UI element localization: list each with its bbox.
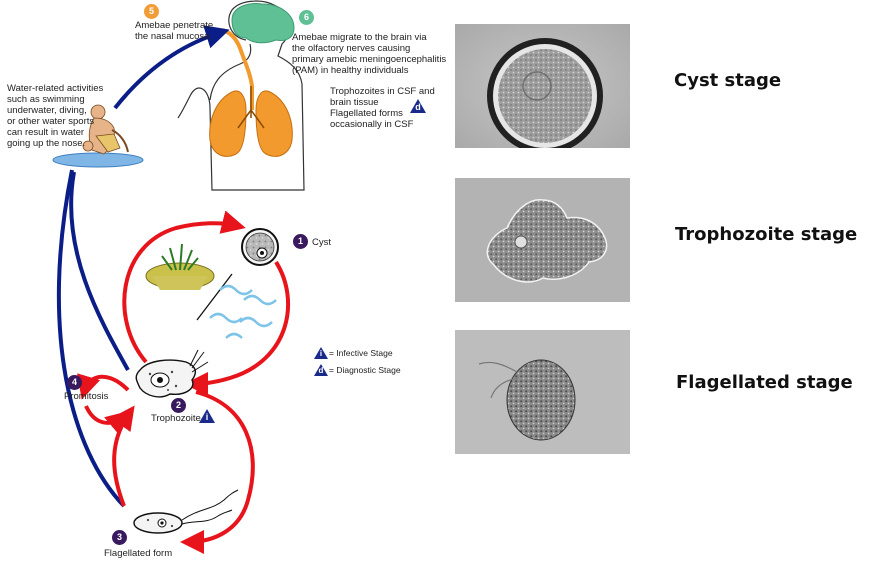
csf-note-line: Trophozoites in CSF and (330, 86, 435, 97)
trophozoite-photo (455, 178, 630, 302)
flagellated-photo (455, 330, 630, 454)
step-6-badge: 6 (299, 10, 314, 25)
csf-note-line: occasionally in CSF (330, 119, 414, 130)
blue-arrow-from-flagellate (56, 169, 126, 508)
step-1-badge: 1 (293, 234, 308, 249)
flagellate-illustration (133, 489, 239, 534)
step-6-line: the olfactory nerves causing (292, 43, 411, 54)
water-note-line: such as swimming (7, 94, 85, 105)
csf-note-line: brain tissue (330, 97, 379, 108)
water-note-line: or other water sports (7, 116, 95, 127)
csf-note-line: Flagellated forms (330, 108, 403, 119)
diagnostic-marker-letter: d (415, 102, 421, 112)
step-5-line: the nasal mucosa (135, 31, 210, 42)
step-6-text: Amebae migrate to the brain via the olfa… (292, 32, 446, 76)
step-6-line: Amebae migrate to the brain via (292, 32, 427, 43)
trophozoite-stage-label: Trophozoite stage (675, 224, 858, 245)
red-arrow-promitosis-out (77, 373, 130, 400)
cyst-stage-label: Cyst stage (674, 70, 782, 91)
water-note-line: underwater, diving, (7, 105, 87, 116)
water-waves (209, 284, 277, 339)
water-activities-note: Water-related activities such as swimmin… (7, 83, 103, 149)
step-3-label: Flagellated form (104, 548, 173, 559)
swimmer-illustration (52, 104, 144, 168)
flagellated-stage-label: Flagellated stage (676, 372, 853, 393)
water-note-line: can result in water (7, 127, 85, 138)
step-4-badge: 4 (67, 375, 82, 390)
red-arrow-flagellate-to-troph (110, 405, 135, 507)
blue-arrow-from-trophozoite (69, 171, 130, 371)
blue-arrow-to-nose (113, 25, 230, 110)
step-2-label: Trophozoite (151, 413, 201, 424)
left-lung (209, 90, 247, 157)
step-5-badge: 5 (144, 4, 159, 19)
cyst-photo (455, 24, 630, 148)
step-4-label: Promitosis (64, 391, 109, 402)
right-lung (255, 90, 293, 157)
step-5-text: Amebae penetrate the nasal mucosa (135, 20, 213, 42)
step-2-badge: 2 (171, 398, 186, 413)
red-arrow-troph-to-flagellate (180, 390, 255, 554)
legend-diagnostic-label: = Diagnostic Stage (329, 365, 401, 375)
water-note-line: going up the nose. (7, 138, 86, 149)
step-3-badge: 3 (112, 530, 127, 545)
red-arrow-promitosis-in (84, 405, 131, 436)
infective-marker-letter: i (205, 412, 209, 422)
step-1-label: Cyst (312, 237, 331, 248)
human-figure (177, 0, 305, 191)
soil-illustration (145, 243, 215, 290)
step-5-line: Amebae penetrate (135, 20, 214, 31)
trophozoite-illustration (135, 349, 209, 398)
water-note-line: Water-related activities (7, 83, 104, 94)
legend-infective-letter: i (319, 349, 323, 358)
red-arrow-cyst-to-troph (184, 260, 291, 396)
legend-infective-label: = Infective Stage (329, 348, 393, 358)
csf-note: Trophozoites in CSF and brain tissue Fla… (330, 86, 435, 130)
legend-diagnostic-letter: d (318, 366, 324, 375)
step-6-line: primary amebic meningoencephalitis (292, 54, 447, 65)
red-arrow-troph-to-cyst (122, 210, 246, 364)
step-6-line: (PAM) in healthy individuals (292, 65, 409, 76)
brain-shape (231, 3, 295, 44)
cyst-illustration (241, 228, 279, 266)
